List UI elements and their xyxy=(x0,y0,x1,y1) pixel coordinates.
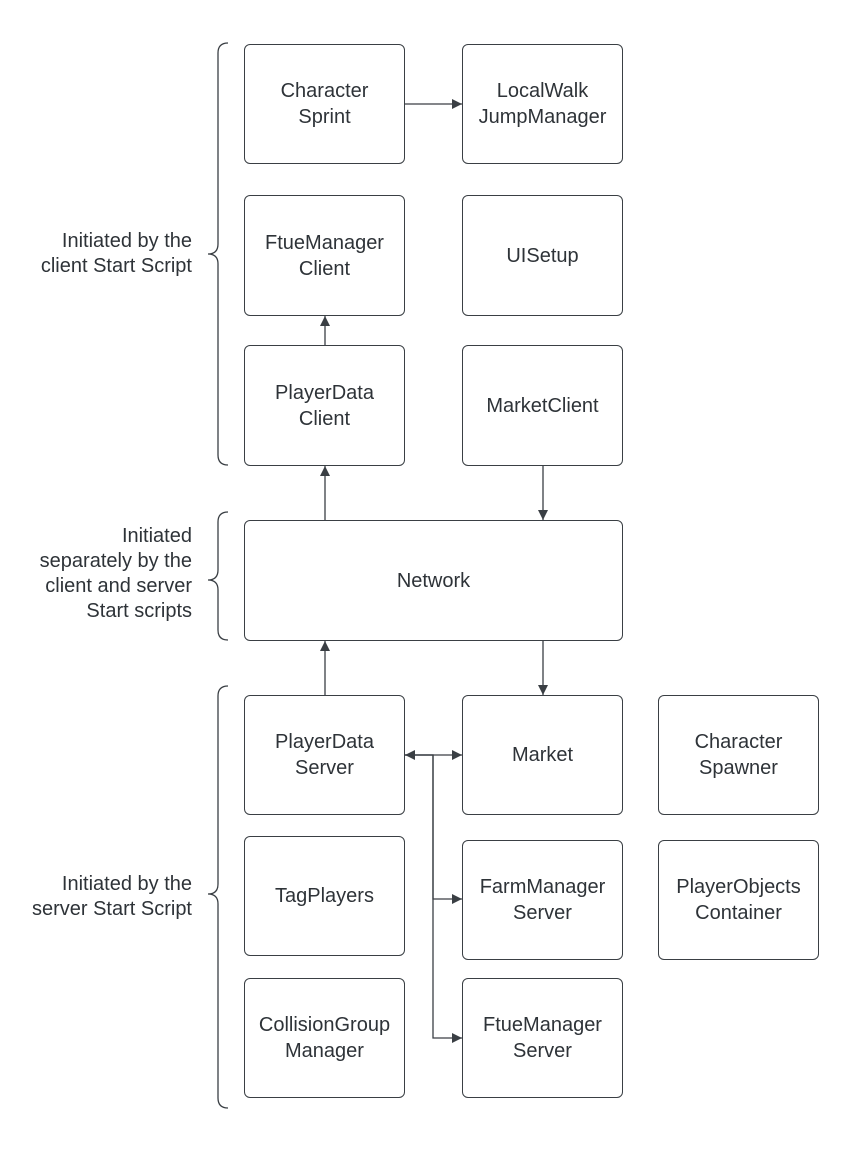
brace-client xyxy=(207,42,229,466)
module-playerdata-client[interactable]: PlayerData Client xyxy=(244,345,405,466)
module-market[interactable]: Market xyxy=(462,695,623,815)
module-ftuemanager-server[interactable]: FtueManager Server xyxy=(462,978,623,1098)
module-farmmanager-server[interactable]: FarmManager Server xyxy=(462,840,623,960)
module-uisetup[interactable]: UISetup xyxy=(462,195,623,316)
arrow-playerdataserver-to-ftueserver xyxy=(405,754,462,1043)
module-localwalk-jumpmanager[interactable]: LocalWalk JumpManager xyxy=(462,44,623,164)
module-character-spawner[interactable]: Character Spawner xyxy=(658,695,819,815)
group-label-server: Initiated by the server Start Script xyxy=(31,873,192,920)
brace-shared xyxy=(207,511,229,641)
module-network[interactable]: Network xyxy=(244,520,623,641)
module-ftuemanager-client[interactable]: FtueManager Client xyxy=(244,195,405,316)
module-marketclient[interactable]: MarketClient xyxy=(462,345,623,466)
module-playerobjects-container[interactable]: PlayerObjects Container xyxy=(658,840,819,960)
module-playerdata-server[interactable]: PlayerData Server xyxy=(244,695,405,815)
module-collisiongroup-manager[interactable]: CollisionGroup Manager xyxy=(244,978,405,1098)
brace-server xyxy=(207,685,229,1109)
module-tagplayers[interactable]: TagPlayers xyxy=(244,836,405,956)
group-label-shared: Initiated separately by the client and s… xyxy=(39,525,192,622)
group-label-client: Initiated by the client Start Script xyxy=(40,230,192,277)
module-character-sprint[interactable]: Character Sprint xyxy=(244,44,405,164)
